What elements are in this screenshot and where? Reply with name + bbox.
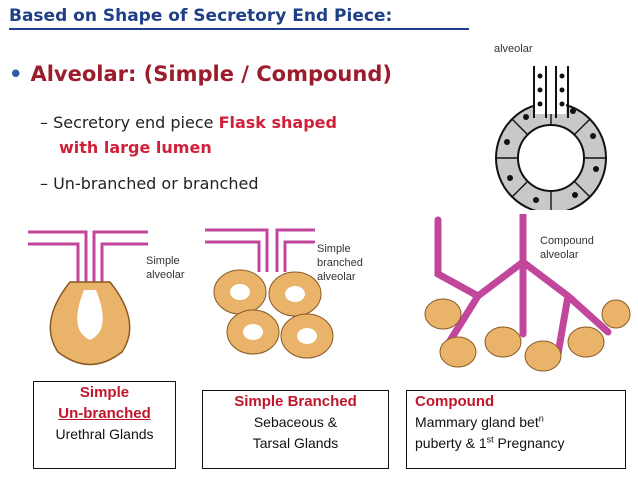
highlight-lumen: with large lumen: [59, 138, 212, 157]
dash: –: [40, 174, 48, 193]
branched-label-3: alveolar: [317, 271, 356, 283]
compound-box: Compound Mammary gland betn puberty & 1s…: [406, 390, 626, 469]
bullet-alveolar: • Alveolar: (Simple / Compound): [9, 62, 392, 86]
dash: –: [40, 113, 48, 132]
box-compound-example-2: puberty & 1st Pregnancy: [415, 434, 565, 451]
simple-unbranched-box: Simple Un-branched Urethral Glands: [33, 381, 176, 469]
simple-branched-alveolar-diagram: Simple branched alveolar: [205, 228, 363, 359]
bullet-marker: •: [9, 62, 23, 86]
branched-label-2: branched: [317, 257, 363, 269]
box-branched-example-1: Sebaceous &: [253, 414, 338, 430]
box-compound-example-1: Mammary gland betn: [415, 413, 544, 430]
simple-label-2: alveolar: [146, 269, 185, 281]
sub-bullet-shape: – Secretory end piece Flask shaped: [40, 113, 337, 132]
branched-label-1: Simple: [317, 243, 351, 255]
compound-label-1: Compound: [540, 235, 594, 247]
alveolar-label: alveolar: [494, 43, 533, 55]
compound-label-2: alveolar: [540, 249, 579, 261]
box-simple-title: Simple: [79, 384, 130, 401]
sub2-text: Un-branched or branched: [53, 174, 259, 193]
sub-bullet-branching: – Un-branched or branched: [40, 174, 259, 193]
sub-bullet-shape-line2: with large lumen: [59, 138, 212, 157]
box-branched-title: Simple Branched: [234, 393, 357, 410]
simple-label-1: Simple: [146, 255, 180, 267]
box-compound-title: Compound: [415, 393, 495, 410]
highlight-flask: Flask shaped: [218, 113, 337, 132]
alveolar-diagram: alveolar: [494, 43, 607, 210]
slide-title: Based on Shape of Secretory End Piece:: [9, 6, 469, 30]
box-simple-subtitle: Un-branched: [58, 405, 151, 422]
compound-alveolar-diagram: Compound alveolar: [424, 214, 631, 372]
sub1-prefix: Secretory end piece: [53, 113, 219, 132]
simple-alveolar-diagram: Simple alveolar: [28, 230, 185, 366]
simple-branched-box: Simple Branched Sebaceous & Tarsal Gland…: [202, 390, 389, 469]
bullet-text: Alveolar: (Simple / Compound): [30, 62, 392, 86]
box-simple-example: Urethral Glands: [55, 426, 154, 442]
box-branched-example-2: Tarsal Glands: [252, 435, 339, 451]
